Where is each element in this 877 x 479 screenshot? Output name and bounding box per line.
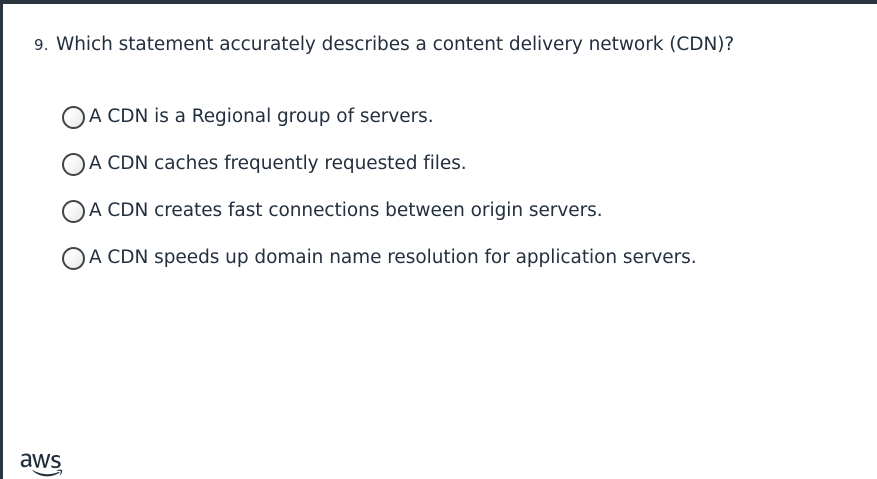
answer-option-4[interactable]: A CDN speeds up domain name resolution f… — [62, 244, 697, 272]
radio-button-icon[interactable] — [62, 152, 85, 176]
answer-option-3[interactable]: A CDN creates fast connections between o… — [62, 197, 697, 225]
radio-button-icon[interactable] — [62, 199, 85, 223]
question-number: 9. — [34, 36, 49, 54]
answer-option-label: A CDN creates fast connections between o… — [89, 200, 603, 221]
aws-logo-icon — [17, 450, 67, 479]
question-text: Which statement accurately describes a c… — [56, 34, 735, 55]
slide-top-border — [0, 0, 877, 4]
answer-option-1[interactable]: A CDN is a Regional group of servers. — [62, 103, 697, 131]
answer-option-label: A CDN speeds up domain name resolution f… — [89, 247, 697, 268]
answer-option-label: A CDN is a Regional group of servers. — [89, 106, 434, 127]
question-block: 9. Which statement accurately describes … — [34, 32, 834, 58]
radio-button-icon[interactable] — [62, 105, 85, 129]
answer-option-label: A CDN caches frequently requested files. — [89, 153, 467, 174]
answer-options-list: A CDN is a Regional group of servers. A … — [62, 103, 697, 272]
radio-button-icon[interactable] — [62, 246, 85, 270]
answer-option-2[interactable]: A CDN caches frequently requested files. — [62, 150, 697, 178]
slide-left-border — [0, 0, 3, 479]
